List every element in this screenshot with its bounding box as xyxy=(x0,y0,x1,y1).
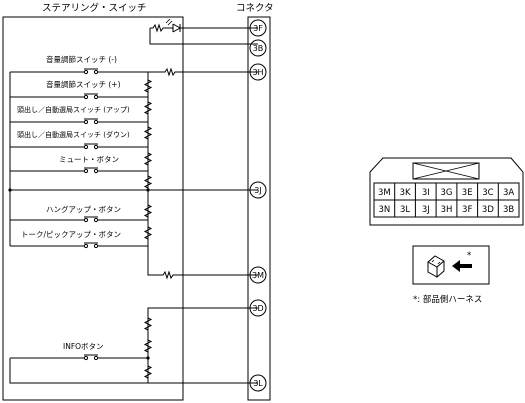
connector-title: コネクタ xyxy=(236,3,274,14)
switch-label-talk-pickup: トーク/ピックアップ・ボタン xyxy=(21,230,121,239)
switch-label-volume-up: 音量調節スイッチ (+) xyxy=(46,79,121,89)
pin-3b-label: 3B xyxy=(253,44,264,53)
switch-ladder xyxy=(8,67,258,280)
switch-label-seek-up: 頭出し／自動選局スイッチ (アップ) xyxy=(17,105,130,114)
cell-r2-3: 3J xyxy=(422,205,430,215)
connector-face: 3M 3K 3I 3G 3E 3C 3A 3N 3L 3J 3H 3F 3D 3… xyxy=(369,157,524,226)
switch-box-outline xyxy=(2,16,184,401)
pin-3j-label: 3J xyxy=(254,186,261,195)
switch-label-seek-down: 頭出し／自動選局スイッチ (ダウン) xyxy=(17,130,130,139)
illumination-branch xyxy=(149,18,258,45)
harness-note: *: 部品側ハーネス xyxy=(413,294,482,305)
switch-label-mute: ミュート・ボタン xyxy=(59,155,119,164)
cell-r1-5: 3E xyxy=(462,188,473,198)
cell-r2-2: 3L xyxy=(400,205,410,215)
harness-marker: * xyxy=(467,251,471,261)
pin-3f-label: 3F xyxy=(253,24,263,33)
cell-r2-6: 3D xyxy=(482,205,494,215)
pin-3d-label: 3D xyxy=(252,304,263,313)
cell-r1-6: 3C xyxy=(482,188,493,198)
harness-side-icon: * xyxy=(412,245,490,285)
pin-3h: 3H xyxy=(249,63,267,81)
cell-r2-7: 3B xyxy=(503,205,514,215)
switch-label-info: INFOボタン xyxy=(63,342,104,351)
cell-r1-4: 3G xyxy=(441,188,453,198)
pin-3b: 3B xyxy=(249,39,267,57)
cell-r2-1: 3N xyxy=(379,205,391,215)
switch-label-volume-down: 音量調節スイッチ (-) xyxy=(46,54,117,64)
pin-3l: 3L xyxy=(249,374,267,392)
cell-r1-3: 3I xyxy=(422,188,430,198)
cell-r2-5: 3F xyxy=(462,205,472,215)
switch-box-title: ステアリング・スイッチ xyxy=(42,2,147,14)
pin-3j: 3J xyxy=(249,181,267,199)
pin-3l-label: 3L xyxy=(253,379,263,388)
cell-r1-2: 3K xyxy=(400,188,411,198)
pin-3d: 3D xyxy=(249,299,267,317)
cell-r1-7: 3A xyxy=(503,188,514,198)
cell-r2-4: 3H xyxy=(441,205,453,215)
connector-outline xyxy=(247,16,271,401)
pin-3m-label: 3M xyxy=(252,271,264,280)
switch-label-hang-up: ハングアップ・ボタン xyxy=(46,204,121,214)
pin-3h-label: 3H xyxy=(252,68,263,77)
pin-3m: 3M xyxy=(249,266,267,284)
info-branch xyxy=(9,307,258,384)
pin-3f: 3F xyxy=(249,19,267,37)
cell-r1-1: 3M xyxy=(378,188,391,198)
